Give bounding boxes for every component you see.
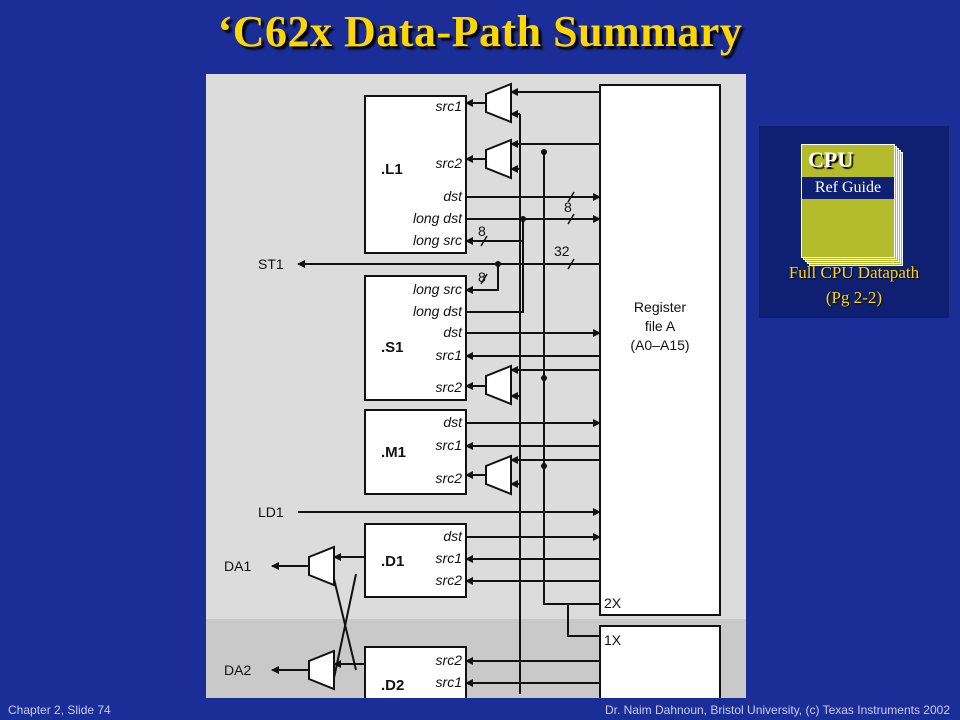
d1-port-src2: src2 bbox=[436, 572, 463, 588]
m1-port-src2: src2 bbox=[436, 470, 463, 486]
s1-port-src2: src2 bbox=[436, 379, 463, 395]
signal-da1: DA1 bbox=[224, 558, 251, 574]
s1-port-long-dst: long dst bbox=[413, 303, 463, 319]
signal-da2: DA2 bbox=[224, 662, 251, 678]
reference-caption-line2: (Pg 2-2) bbox=[825, 288, 883, 307]
unit-m1 bbox=[364, 409, 467, 495]
l1-port-src2: src2 bbox=[436, 155, 463, 171]
reference-caption-line1: Full CPU Datapath bbox=[788, 263, 920, 282]
unit-d2 bbox=[364, 646, 467, 698]
footer-chapter: Chapter 2, Slide 74 bbox=[8, 703, 111, 717]
d2-port-src2: src2 bbox=[436, 652, 463, 668]
cross-path-2x: 2X bbox=[604, 595, 622, 611]
footer-credit: Dr. Naim Dahnoun, Bristol University, (c… bbox=[604, 703, 950, 717]
unit-d1 bbox=[364, 523, 467, 598]
datapath-diagram: Register file A (A0–A15) 2X 1X .L1 src1 … bbox=[206, 74, 746, 698]
unit-l1 bbox=[364, 95, 467, 254]
multiplexers bbox=[308, 82, 512, 691]
register-file-label-2: file A bbox=[645, 318, 676, 334]
cross-path-1x-box bbox=[599, 625, 721, 698]
book-subtitle: Ref Guide bbox=[802, 177, 894, 199]
signal-ld1: LD1 bbox=[258, 504, 284, 520]
bus-width-label-longsrc: 8 bbox=[478, 223, 486, 239]
cross-path-1x: 1X bbox=[604, 632, 622, 648]
l1-port-src1: src1 bbox=[436, 98, 462, 114]
unit-d2-name: .D2 bbox=[381, 677, 404, 694]
register-file-label-1: Register bbox=[634, 299, 686, 315]
bus-width-marks bbox=[480, 191, 575, 285]
register-file-a bbox=[599, 84, 721, 616]
s1-port-long-src: long src bbox=[413, 281, 462, 297]
d1-port-dst: dst bbox=[443, 528, 463, 544]
slide-title: ‘C62x Data-Path Summary bbox=[217, 7, 743, 56]
unit-s1-name: .S1 bbox=[381, 339, 404, 356]
s1-port-dst: dst bbox=[443, 324, 463, 340]
m1-port-src1: src1 bbox=[436, 437, 462, 453]
d2-port-src1: src1 bbox=[436, 674, 462, 690]
register-file-label-3: (A0–A15) bbox=[630, 337, 689, 353]
unit-l1-name: .L1 bbox=[381, 161, 403, 178]
bus-width-label-l1dst: 8 bbox=[564, 199, 572, 215]
l1-port-long-dst: long dst bbox=[413, 210, 463, 226]
unit-s1 bbox=[364, 275, 467, 401]
reference-caption: Full CPU Datapath (Pg 2-2) bbox=[759, 260, 949, 310]
datapath-wires bbox=[271, 88, 601, 694]
m1-port-dst: dst bbox=[443, 414, 463, 430]
reference-guide-card: CPU Ref Guide Full CPU Datapath (Pg 2-2) bbox=[759, 126, 949, 318]
book-title: CPU bbox=[808, 147, 854, 172]
d1-port-src1: src1 bbox=[436, 550, 462, 566]
l1-port-dst: dst bbox=[443, 188, 463, 204]
unit-m1-name: .M1 bbox=[381, 444, 406, 461]
bus-width-label-s1longsrc: 8 bbox=[478, 269, 486, 285]
s1-port-src1: src1 bbox=[436, 347, 462, 363]
junction-dots bbox=[495, 149, 547, 469]
cpu-ref-guide-book-icon: CPU Ref Guide bbox=[801, 144, 903, 266]
bus-width-label-st1: 32 bbox=[554, 243, 570, 259]
l1-port-long-src: long src bbox=[413, 232, 462, 248]
unit-d1-name: .D1 bbox=[381, 553, 404, 570]
signal-st1: ST1 bbox=[258, 256, 284, 272]
